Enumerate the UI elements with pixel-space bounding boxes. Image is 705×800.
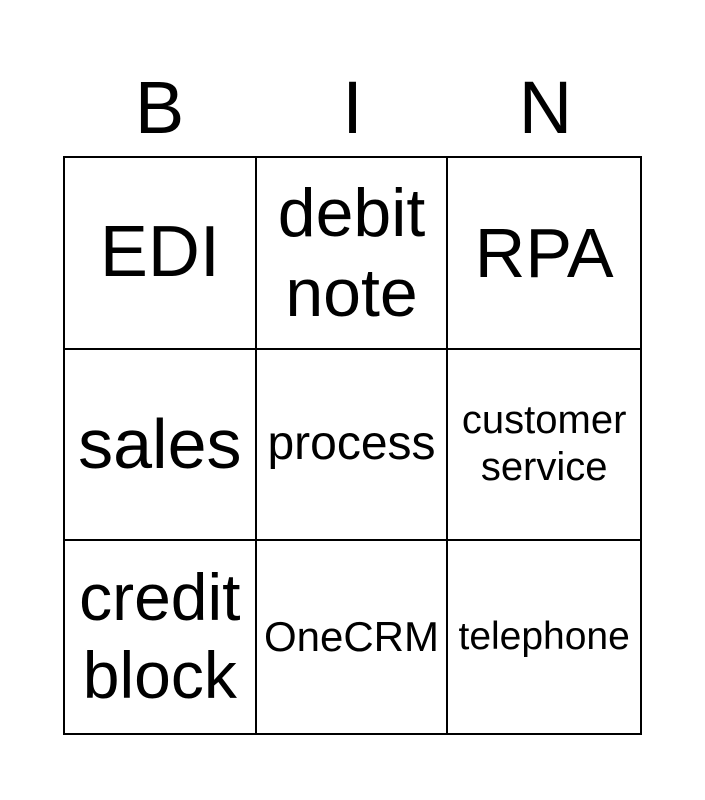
bingo-cell-r2c2[interactable]: telephone	[448, 541, 640, 733]
bingo-card-grid: EDI debit note RPA sales process custome…	[63, 156, 642, 735]
bingo-cell-r0c1[interactable]: debit note	[256, 158, 449, 350]
header-letter-n: N	[518, 66, 573, 149]
bingo-cell-r2c1[interactable]: OneCRM	[256, 541, 449, 733]
bingo-cell-r2c0[interactable]: credit block	[65, 541, 257, 733]
bingo-cell-r0c0[interactable]: EDI	[65, 158, 257, 350]
bingo-cell-r0c2[interactable]: RPA	[448, 158, 640, 350]
bingo-cell-r1c1[interactable]: process	[256, 349, 449, 542]
header-letter-i: I	[342, 66, 363, 149]
bingo-cell-r1c0[interactable]: sales	[65, 349, 257, 542]
bingo-cell-r1c2[interactable]: customer service	[448, 349, 640, 542]
bingo-header-row: B I N	[63, 66, 642, 150]
header-letter-b: B	[134, 66, 185, 149]
